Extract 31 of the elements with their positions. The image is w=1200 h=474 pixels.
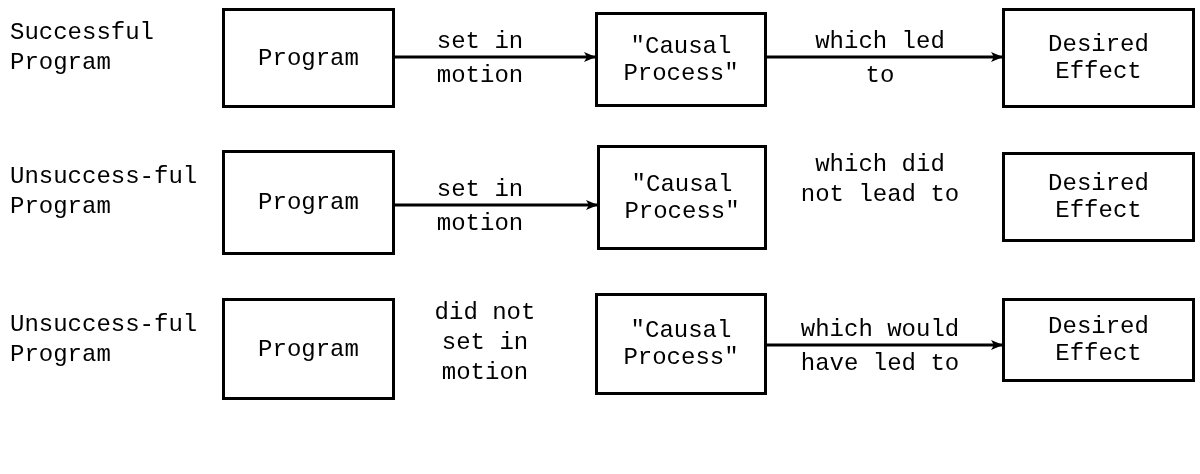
edge-label: set in motion [435, 175, 525, 239]
process-box [595, 12, 767, 107]
process-box [595, 293, 767, 395]
box-label: Desired Effect [1047, 170, 1150, 224]
box-label: Program [258, 335, 359, 363]
process-box [222, 150, 395, 255]
arrow [395, 200, 598, 210]
arrow [767, 340, 1003, 350]
box-label: Program [258, 189, 359, 216]
process-box [597, 145, 767, 250]
row-label: Unsuccess-ful Program [10, 310, 199, 370]
edge-label: which would have led to [800, 315, 960, 379]
box-label: Desired Effect [1047, 31, 1150, 85]
box-label: "Causal Process" [622, 32, 740, 87]
process-box [1002, 152, 1195, 242]
box-label: "Causal Process" [622, 317, 740, 371]
box-label: Program [258, 44, 359, 72]
process-box [222, 8, 395, 108]
row-label: Unsuccess-ful Program [10, 162, 199, 222]
box-label: "Causal Process" [623, 170, 741, 225]
row-label: Successful Program [10, 18, 156, 78]
annotation-text: did not set in motion [433, 298, 537, 388]
edge-label: set in motion [435, 27, 525, 91]
arrow [767, 52, 1003, 62]
annotation-text: which did not lead to [800, 150, 960, 210]
box-label: Desired Effect [1047, 313, 1150, 367]
process-box [222, 298, 395, 400]
arrow [395, 52, 596, 62]
edge-label: which led to [814, 27, 946, 91]
process-box [1002, 298, 1195, 382]
process-box [1002, 8, 1195, 108]
